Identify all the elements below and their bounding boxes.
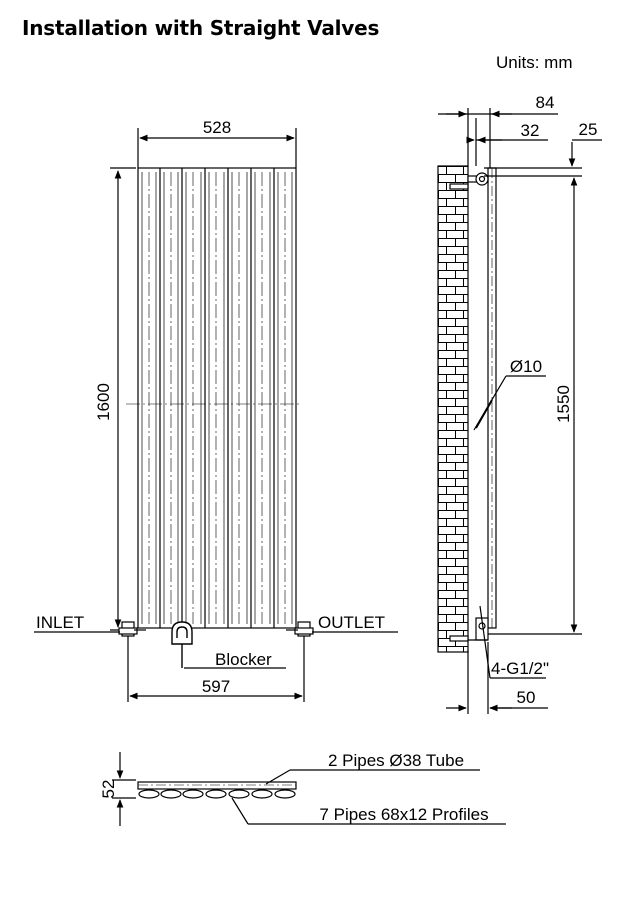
width-label: 528 [203, 118, 231, 137]
profiles-label: 7 Pipes 68x12 Profiles [319, 805, 488, 824]
valve-span-label: 597 [202, 677, 230, 696]
dimension-height [110, 167, 136, 631]
profile-sections [138, 789, 296, 799]
tube-section [137, 781, 297, 790]
blocker [171, 621, 193, 668]
outlet-valve [286, 621, 314, 648]
inlet-label: INLET [36, 613, 84, 632]
depth-pipe-label: 32 [521, 121, 540, 140]
depth-total-label: 84 [536, 93, 555, 112]
top-offset-label: 25 [579, 120, 598, 139]
units-label: Units: mm [496, 53, 573, 72]
dimension-valve-span [127, 648, 305, 702]
radiator-profiles [126, 167, 302, 629]
inlet-valve [118, 621, 146, 648]
wall-to-valve-label: 50 [517, 688, 536, 707]
blocker-label: Blocker [215, 650, 272, 669]
front-view [34, 128, 398, 702]
dimension-width [137, 128, 297, 168]
wall [437, 165, 469, 653]
bracket-height-label: 1550 [554, 385, 573, 423]
connections-label: 4-G1/2" [491, 659, 549, 678]
plan-depth-label: 52 [99, 780, 118, 799]
plan-view [112, 752, 506, 826]
pipe-diameter-label: Ø10 [510, 357, 542, 376]
side-view [437, 108, 602, 714]
height-label: 1600 [94, 383, 113, 421]
tubes-label: 2 Pipes Ø38 Tube [328, 751, 464, 770]
outlet-label: OUTLET [318, 613, 385, 632]
page-title: Installation with Straight Valves [22, 16, 380, 40]
